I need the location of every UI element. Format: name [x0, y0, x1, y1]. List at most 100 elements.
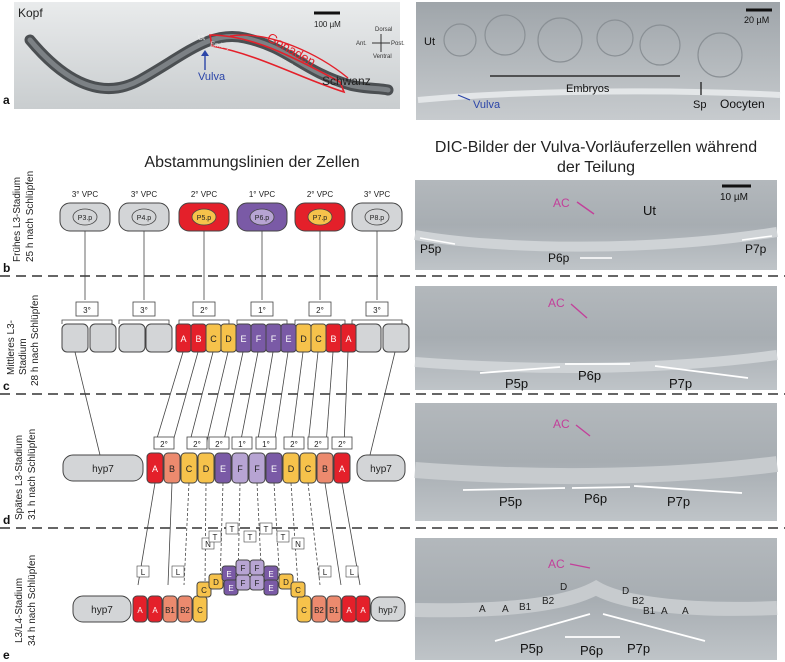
row-e-side-2: 34 h nach Schlüpfen	[27, 555, 38, 646]
row-b-cell-name-3: P6.p	[255, 215, 270, 222]
row-b-side-labels: Frühes L3-Stadium 25 h nach Schlüpfen	[12, 171, 36, 262]
row-e-raised-label-1: D	[213, 578, 219, 587]
row-c-to-d-line-5	[239, 351, 259, 446]
row-c-side-1: Mittleres L3-	[6, 320, 17, 375]
row-e-p5p-line	[494, 613, 591, 642]
row-c-to-d-line-4	[222, 351, 244, 446]
row-d-cell-label-3: D	[203, 464, 210, 474]
row-c-cell-11	[340, 323, 357, 353]
row-c-dic-image	[414, 286, 778, 390]
row-b-ut-label: Ut	[643, 203, 656, 218]
row-e-hyp7-right: hyp7	[378, 605, 398, 615]
row-b-vpc-nucleus-5	[364, 208, 390, 226]
row-b-vpc-nucleus-2	[191, 208, 217, 226]
row-b-vpc-label-5: 3° VPC	[364, 190, 391, 199]
row-e-raised-label-3: E	[228, 584, 233, 593]
row-c-side-3: 28 h nach Schlüpfen	[30, 295, 41, 386]
row-e-orient-label-7: T	[281, 533, 286, 542]
vulva-arrow-right	[457, 94, 471, 101]
row-d-fate-1: 2°	[193, 440, 201, 449]
row-e-orient-box-2	[201, 537, 215, 550]
row-e-side-1: L3/L4-Stadium	[14, 578, 25, 643]
row-c-grey-cell-3	[145, 323, 173, 353]
panel-a-embryo-micrograph	[416, 2, 781, 120]
row-e-orient-label-1: L	[176, 568, 181, 577]
row-e-raised-cell-9	[263, 579, 279, 596]
row-c-p7p-line	[654, 365, 749, 379]
row-d-ac-arrow	[575, 424, 591, 437]
row-d-p7p-line	[633, 485, 743, 494]
row-e-cell-label-7: B1	[329, 606, 339, 615]
row-e-orient-box-9	[318, 565, 332, 578]
row-b-cell-name-5: P8.p	[370, 215, 385, 222]
row-e-raised-label-7: F	[255, 579, 260, 588]
row-c-fate-box-5	[365, 301, 389, 317]
row-d-cell-label-6: F	[254, 464, 260, 474]
row-d-to-e-line-2	[183, 482, 190, 586]
row-b-p7p: P7p	[745, 242, 767, 256]
vulva-label-right: Vulva	[473, 99, 501, 111]
row-c-to-hyp-left	[74, 351, 101, 456]
row-e-dic-d-left: D	[560, 582, 567, 593]
row-e-orient-box-1	[171, 565, 185, 578]
row-c-to-d-line-6	[256, 351, 274, 446]
row-d-hyp7-left-cell	[62, 454, 144, 482]
row-b-ac-label: AC	[553, 196, 570, 210]
row-c-fate-box-0	[75, 301, 99, 317]
row-e-dic-b2-left: B2	[542, 596, 555, 607]
row-c-fate-5: 3°	[373, 306, 381, 315]
row-d-cell-label-2: C	[186, 464, 193, 474]
row-c-fate-3: 1°	[258, 306, 266, 315]
row-e-orient-label-6: T	[264, 525, 269, 534]
row-e-orient-box-8	[291, 537, 305, 550]
row-e-orient-label-9: L	[323, 568, 328, 577]
row-d-fate-box-7	[331, 436, 353, 450]
row-d-p7p: P7p	[667, 494, 690, 509]
vulva-label-a: Vulva	[198, 71, 226, 83]
row-e-raised-label-0: C	[201, 586, 207, 595]
row-d-dic-image	[414, 403, 778, 521]
row-b-cell-name-0: P3.p	[78, 215, 93, 222]
row-b-vpc-nucleus-4	[307, 208, 333, 226]
row-d-cell-label-9: C	[305, 464, 312, 474]
row-c-fate-box-4	[308, 301, 332, 317]
row-e-raised-cell-1	[208, 573, 224, 590]
row-c-fate-box-1	[132, 301, 156, 317]
panel-letter-c: c	[3, 379, 10, 393]
row-d-p5p-line	[462, 487, 566, 491]
row-d-to-e-line-9	[307, 482, 321, 586]
row-d-p6p-line	[571, 486, 631, 489]
scale-label-20: 20 µM	[744, 15, 769, 25]
row-c-cell-label-6: F	[271, 334, 277, 344]
row-e-hyp7-right-cell	[370, 596, 406, 622]
row-e-ac-arrow	[569, 563, 591, 569]
row-d-fate-3: 1°	[238, 440, 246, 449]
row-b-vpc-label-1: 3° VPC	[131, 190, 158, 199]
row-e-dic-a-2: A	[502, 604, 509, 615]
oocyten-label-right: Oocyten	[720, 97, 765, 111]
ut-label-a: Ut	[198, 35, 205, 42]
panel-a-worm-image	[14, 2, 400, 109]
row-c-bracket-1	[118, 319, 170, 324]
row-b-vpc-label-3: 1° VPC	[249, 190, 276, 199]
row-c-fate-4: 2°	[316, 306, 324, 315]
row-d-hyp7-right: hyp7	[370, 464, 392, 475]
row-e-raised-label-11: C	[295, 586, 301, 595]
row-d-to-e-line-4	[219, 482, 224, 586]
row-d-side-2: 31 h nach Schlüpfen	[27, 429, 38, 520]
vulva-arrowhead-a	[201, 50, 209, 56]
row-c-grey-cell-1	[89, 323, 117, 353]
row-c-cell-label-1: B	[195, 334, 201, 344]
row-e-cell-6	[311, 595, 327, 623]
row-c-fate-2: 2°	[200, 306, 208, 315]
row-c-cell-label-10: B	[330, 334, 336, 344]
row-c-to-d-line-1	[171, 351, 199, 446]
row-d-side-labels: Spätes L3-Stadium 31 h nach Schlüpfen	[14, 429, 38, 520]
row-e-orient-label-10: L	[350, 568, 355, 577]
row-e-orient-box-3	[208, 530, 222, 543]
row-e-orient-box-0	[136, 565, 150, 578]
